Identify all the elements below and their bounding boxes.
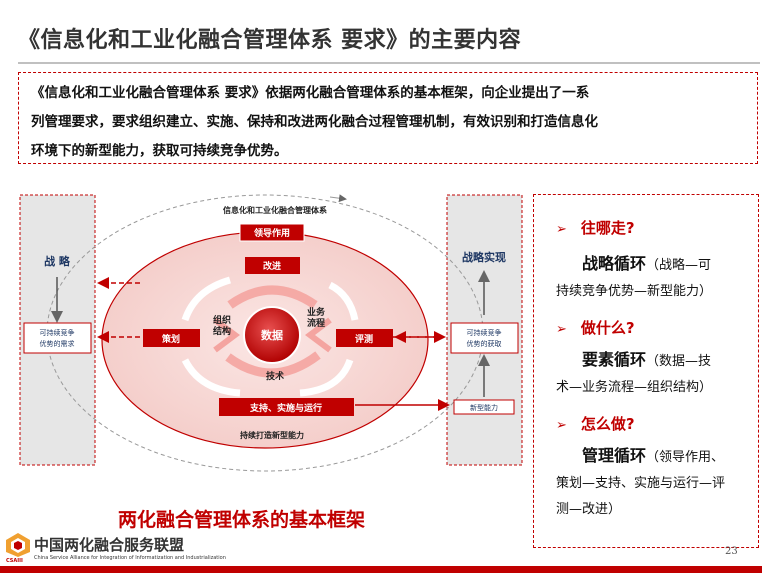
improve-label: 改进 xyxy=(263,260,281,272)
slide-title: 《信息化和工业化融合管理体系 要求》的主要内容 xyxy=(18,28,522,53)
demand-box xyxy=(23,322,92,354)
outer-system-label: 信息化和工业化融合管理体系 xyxy=(223,205,327,215)
framework-diagram: 信息化和工业化融合管理体系 战 略 可持续竞争 优势的需求 战略实现 可持续竞争… xyxy=(19,194,523,472)
demand-box-line1: 可持续竞争 xyxy=(40,328,75,337)
improve-box xyxy=(245,257,300,274)
support-label: 支持、实施与运行 xyxy=(249,402,322,414)
bullet-arrow-icon: ➢ xyxy=(556,222,567,237)
alliance-abbr: CSAIII xyxy=(6,558,23,564)
evaluate-box xyxy=(336,329,393,347)
process-label-1: 业务 xyxy=(307,306,326,318)
tech-label: 技术 xyxy=(266,370,284,382)
title-divider xyxy=(18,62,760,64)
bullet-arrow-icon: ➢ xyxy=(556,418,567,433)
element-loop: 要素循环（数据—技 术—业务流程—组织结构） xyxy=(556,350,713,395)
strategy-loop: 战略循环（战略—可 持续竞争优势—新型能力） xyxy=(556,254,713,299)
data-core-circle xyxy=(243,306,301,364)
plan-label: 策划 xyxy=(161,333,180,345)
acquisition-box-line2: 优势的获取 xyxy=(467,339,502,348)
question-how: ➢怎么做? xyxy=(556,415,635,433)
org-label-2: 结构 xyxy=(213,325,231,337)
org-label-1: 组织 xyxy=(213,314,231,326)
intro-line-3: 环境下的新型能力，获取可持续竞争优势。 xyxy=(31,143,288,159)
bottom-cycle-label: 持续打造新型能力 xyxy=(240,430,304,440)
bullet-arrow-icon: ➢ xyxy=(556,322,567,337)
alliance-english-name: China Service Alliance for Integration o… xyxy=(34,555,226,561)
diagram-caption: 两化融合管理体系的基本框架 xyxy=(118,509,366,531)
acquisition-box xyxy=(450,322,519,354)
question-where: ➢往哪走? xyxy=(556,219,635,237)
acquisition-box-line1: 可持续竞争 xyxy=(467,328,502,337)
bottom-accent-bar xyxy=(0,566,762,573)
leadership-label: 领导作用 xyxy=(254,227,290,239)
summary-box: ➢往哪走? 战略循环（战略—可 持续竞争优势—新型能力） ➢做什么? 要素循环（… xyxy=(533,194,759,548)
intro-box: 《信息化和工业化融合管理体系 要求》依据两化融合管理体系的基本框架，向企业提出了… xyxy=(18,72,758,164)
intro-line-2: 列管理要求，要求组织建立、实施、保持和改进两化融合过程管理机制，有效识别和打造信… xyxy=(31,114,598,130)
process-label-2: 流程 xyxy=(307,317,325,329)
new-capability-label: 新型能力 xyxy=(470,403,498,412)
demand-box-line2: 优势的需求 xyxy=(40,339,75,348)
support-box xyxy=(219,398,354,416)
leadership-box xyxy=(239,223,305,242)
center-label: 数据 xyxy=(261,328,283,342)
evaluate-label: 评测 xyxy=(355,333,373,345)
strategy-title: 战 略 xyxy=(44,254,71,268)
strategy-realization-title: 战略实现 xyxy=(462,250,506,264)
plan-box xyxy=(143,329,200,347)
management-loop: 管理循环（领导作用、 策划—支持、实施与运行—评 测—改进） xyxy=(556,446,726,517)
page-number: 23 xyxy=(725,546,738,557)
alliance-name: 中国两化融合服务联盟 xyxy=(34,536,185,554)
intro-line-1: 《信息化和工业化融合管理体系 要求》依据两化融合管理体系的基本框架，向企业提出了… xyxy=(31,85,590,101)
question-what: ➢做什么? xyxy=(556,319,635,337)
alliance-logo-icon xyxy=(6,533,30,557)
new-capability-box xyxy=(453,399,515,415)
